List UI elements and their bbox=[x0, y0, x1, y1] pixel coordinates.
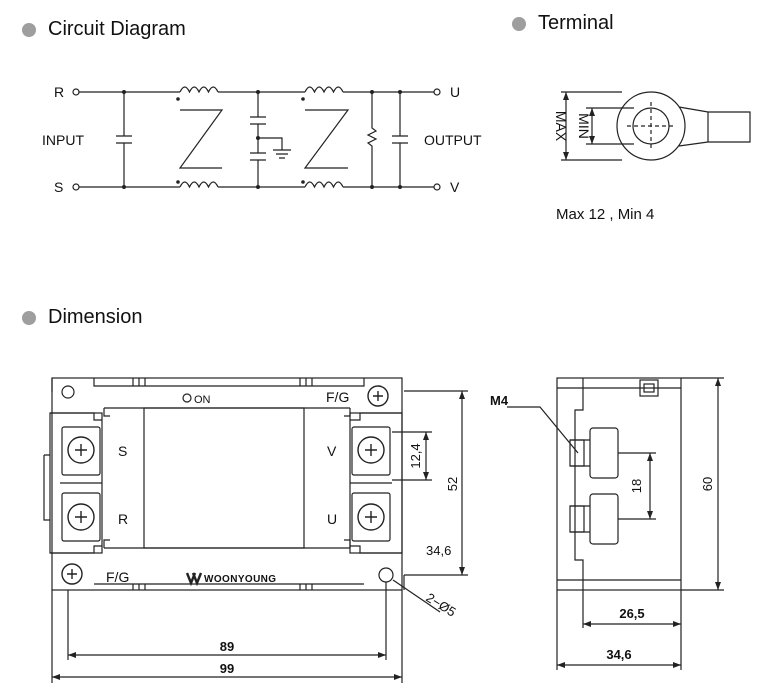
terminal-r-label: R bbox=[118, 511, 128, 527]
m4-label: M4 bbox=[490, 393, 509, 408]
terminal-v-label: V bbox=[327, 443, 337, 459]
label-output: OUTPUT bbox=[424, 132, 482, 148]
terminal-u-label: U bbox=[327, 511, 337, 527]
dim-26-5: 26,5 bbox=[619, 606, 644, 621]
dim-34-6-front: 34,6 bbox=[426, 543, 451, 558]
coupling-z-1 bbox=[178, 109, 224, 169]
label-input: INPUT bbox=[42, 132, 84, 148]
terminal-heading: Terminal bbox=[512, 12, 614, 35]
bullet-dot-icon bbox=[22, 310, 36, 325]
center-window bbox=[143, 407, 305, 549]
terminal-min-label: MIN bbox=[576, 113, 592, 139]
fg-top-label: F/G bbox=[326, 389, 349, 405]
on-label: ON bbox=[194, 394, 211, 406]
terminal-title: Terminal bbox=[538, 12, 614, 34]
inductor-bottom-2 bbox=[304, 181, 344, 189]
side-terminal-upper bbox=[589, 427, 619, 479]
inductor-top-1 bbox=[179, 86, 219, 94]
side-case-body bbox=[556, 377, 682, 591]
inductor-bottom-1 bbox=[179, 181, 219, 189]
circuit-diagram-title: Circuit Diagram bbox=[48, 18, 186, 40]
dim-18: 18 bbox=[629, 479, 644, 493]
terminal-s-label: S bbox=[118, 443, 127, 459]
label-r: R bbox=[54, 84, 64, 100]
dim-99: 99 bbox=[220, 661, 234, 676]
dim-89: 89 bbox=[220, 639, 234, 654]
inductor-top-2 bbox=[304, 86, 344, 94]
brand-logo-icon bbox=[185, 572, 203, 587]
terminal-max-label: MAX bbox=[553, 111, 569, 142]
dim-52: 52 bbox=[445, 477, 460, 491]
ring-terminal-outer bbox=[616, 91, 686, 161]
dimension-title: Dimension bbox=[48, 306, 143, 328]
dim-60: 60 bbox=[700, 477, 715, 491]
brand-name: WOONYOUNG bbox=[204, 574, 277, 585]
on-indicator-icon bbox=[182, 393, 192, 403]
coupling-z-2 bbox=[303, 109, 350, 169]
bullet-dot-icon bbox=[22, 22, 36, 37]
dim-34-6-side: 34,6 bbox=[606, 647, 631, 662]
bullet-dot-icon bbox=[512, 16, 526, 31]
terminal-size-note: Max 12 , Min 4 bbox=[556, 206, 655, 223]
mount-hole-top-left bbox=[61, 385, 75, 399]
dim-12-4: 12,4 bbox=[408, 443, 423, 468]
side-terminal-lower bbox=[589, 493, 619, 545]
fg-bottom-label: F/G bbox=[106, 569, 129, 585]
label-s: S bbox=[54, 179, 63, 195]
dimension-heading: Dimension bbox=[22, 306, 142, 329]
circuit-diagram-heading: Circuit Diagram bbox=[22, 18, 186, 41]
label-v: V bbox=[450, 179, 460, 195]
label-u: U bbox=[450, 84, 460, 100]
